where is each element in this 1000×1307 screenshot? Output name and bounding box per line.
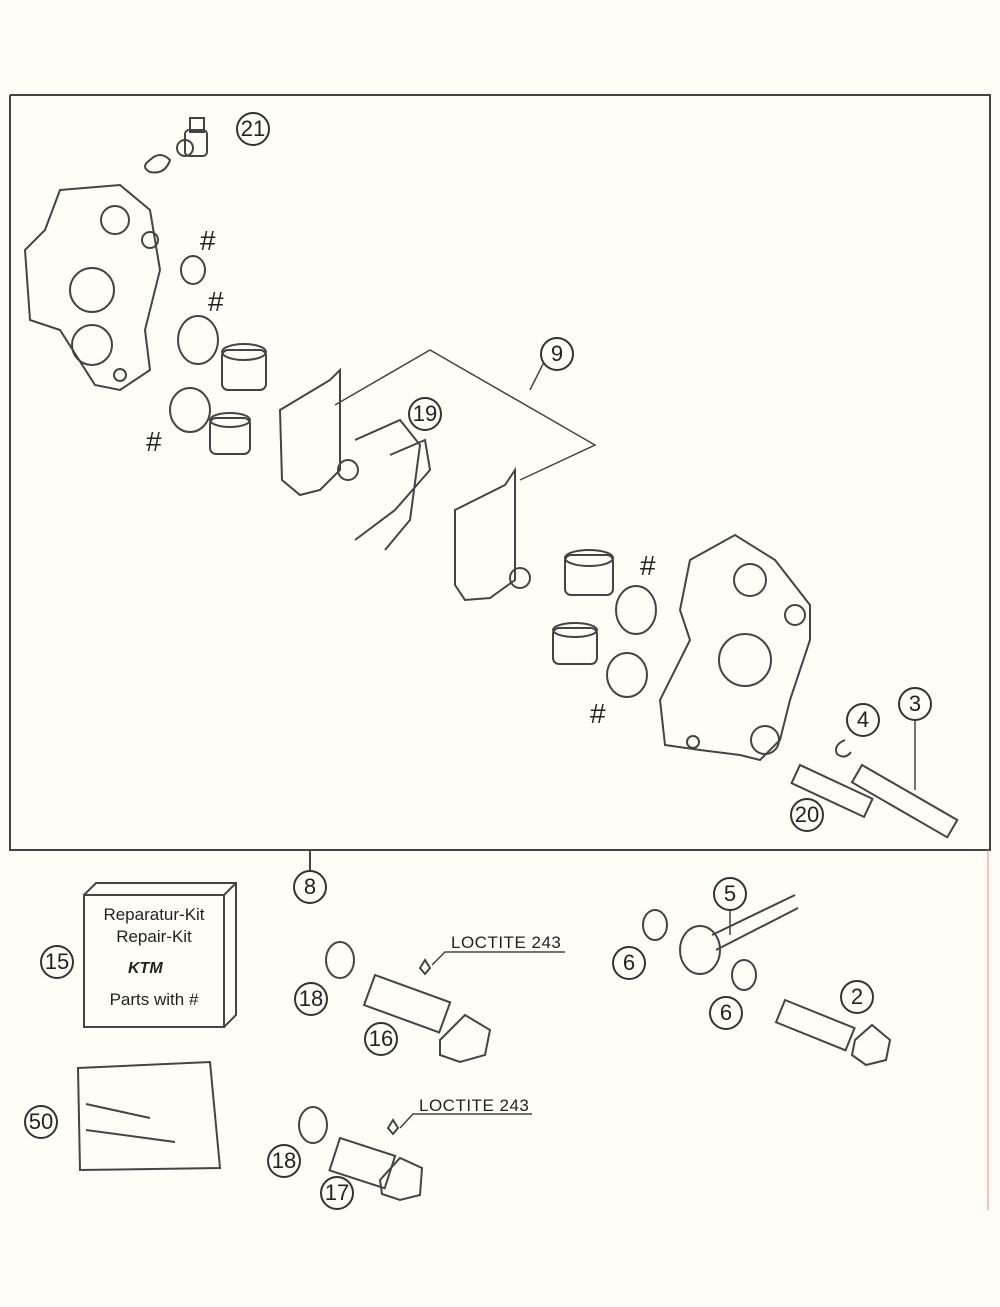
pad-spring [354, 418, 432, 551]
repair-kit-box [83, 882, 237, 1028]
brake-pad-left [278, 367, 341, 497]
leader-loctite-b [399, 1113, 532, 1129]
piston-upper-right [564, 549, 614, 596]
ktm-logo: KTM [128, 960, 163, 977]
hash-mark: # [208, 286, 224, 317]
piston-upper-left [221, 343, 267, 391]
callout-18-lower: 18 [267, 1144, 301, 1178]
caliper-right [658, 533, 811, 762]
bleed-screw [144, 117, 208, 174]
callout-15: 15 [40, 945, 74, 979]
banjo-fitting [679, 894, 799, 975]
assembly-bag [76, 1060, 222, 1172]
bolt-17 [328, 1136, 424, 1202]
loctite-label: LOCTITE 243 [451, 933, 562, 952]
callout-20: 20 [790, 798, 824, 832]
assembly-frame [9, 94, 991, 851]
callout-18-upper: 18 [294, 982, 328, 1016]
hash-mark: # [146, 426, 162, 457]
callout-19: 19 [408, 397, 442, 431]
bolt-16 [362, 973, 492, 1064]
bolt-3 [850, 763, 959, 839]
brake-pad-right [454, 466, 516, 602]
callout-5: 5 [713, 877, 747, 911]
kit-line-1: Reparatur-Kit [103, 905, 205, 924]
hash-mark: # [640, 550, 656, 581]
loctite-label: LOCTITE 243 [419, 1096, 530, 1115]
caliper-left [23, 183, 162, 392]
kit-line-3: Parts with # [109, 990, 199, 1009]
piston-lower-right [552, 622, 598, 665]
piston-lower-left [209, 412, 251, 455]
callout-3: 3 [898, 687, 932, 721]
callout-17: 17 [320, 1176, 354, 1210]
callout-16: 16 [364, 1022, 398, 1056]
leader-9 [334, 349, 597, 481]
hash-mark: # [200, 225, 216, 256]
callout-8: 8 [293, 870, 327, 904]
kit-line-2: Repair-Kit [116, 927, 192, 946]
callout-6-upper: 6 [612, 946, 646, 980]
hash-mark: # [590, 698, 606, 729]
callout-4: 4 [846, 703, 880, 737]
callout-50: 50 [24, 1105, 58, 1139]
banjo-bolt [774, 998, 892, 1067]
callout-2: 2 [840, 980, 874, 1014]
callout-21: 21 [236, 112, 270, 146]
leader-loctite-a [431, 951, 565, 966]
retaining-clip [835, 739, 852, 758]
bolt-20 [790, 763, 874, 819]
callout-9: 9 [540, 337, 574, 371]
callout-6-lower: 6 [709, 996, 743, 1030]
